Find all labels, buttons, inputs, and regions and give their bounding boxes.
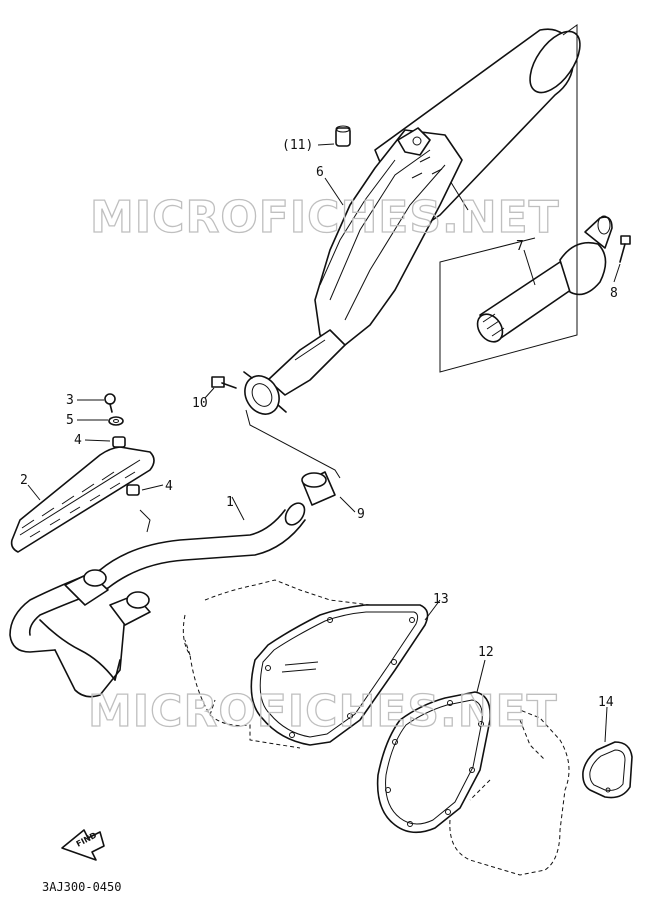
gasket-part-9	[301, 471, 336, 506]
callout-4-upper: 4	[74, 433, 82, 448]
gasket-part-12	[376, 691, 492, 834]
tailpipe-assembly	[476, 215, 613, 343]
bolt-part-8	[619, 235, 631, 263]
callout-12: 12	[478, 645, 494, 660]
gasket-part-14	[582, 741, 633, 799]
bushing-part-11	[335, 125, 351, 147]
callout-5: 5	[66, 413, 74, 428]
callout-6: 6	[316, 165, 324, 180]
find-arrow-icon: FIND	[61, 829, 105, 861]
callout-7: 7	[516, 239, 524, 254]
crankcase-outline-right	[449, 709, 570, 876]
watermark-bottom: MICROFICHES.NET	[88, 686, 558, 737]
collar-part-4-lower	[126, 484, 140, 496]
callout-9: 9	[357, 507, 365, 522]
muffler-assembly	[243, 28, 581, 415]
screw-part-3	[104, 393, 116, 413]
protector-part-2	[10, 446, 155, 553]
exhaust-pipe-part-1	[9, 502, 306, 698]
callout-4-lower: 4	[165, 479, 173, 494]
callout-1: 1	[226, 495, 234, 510]
gasket-part-13	[250, 604, 429, 746]
callout-11: (11)	[282, 138, 313, 153]
callout-8: 8	[610, 286, 618, 301]
callout-2: 2	[20, 473, 28, 488]
crankcase-cover-outline	[182, 579, 371, 749]
callout-10: 10	[192, 396, 208, 411]
leader-lines	[27, 143, 621, 743]
callout-13: 13	[433, 592, 449, 607]
washer-part-5	[108, 416, 124, 426]
callout-14: 14	[598, 695, 614, 710]
callout-3: 3	[66, 393, 74, 408]
watermark-top: MICROFICHES.NET	[90, 192, 560, 243]
catalog-code: 3AJ300-0450	[42, 880, 121, 894]
assembly-line-flange-gasket	[245, 409, 341, 479]
bolt-part-10	[211, 376, 237, 389]
collar-part-4-upper	[112, 436, 126, 448]
assembly-line-muffler-tailpipe	[439, 24, 578, 373]
